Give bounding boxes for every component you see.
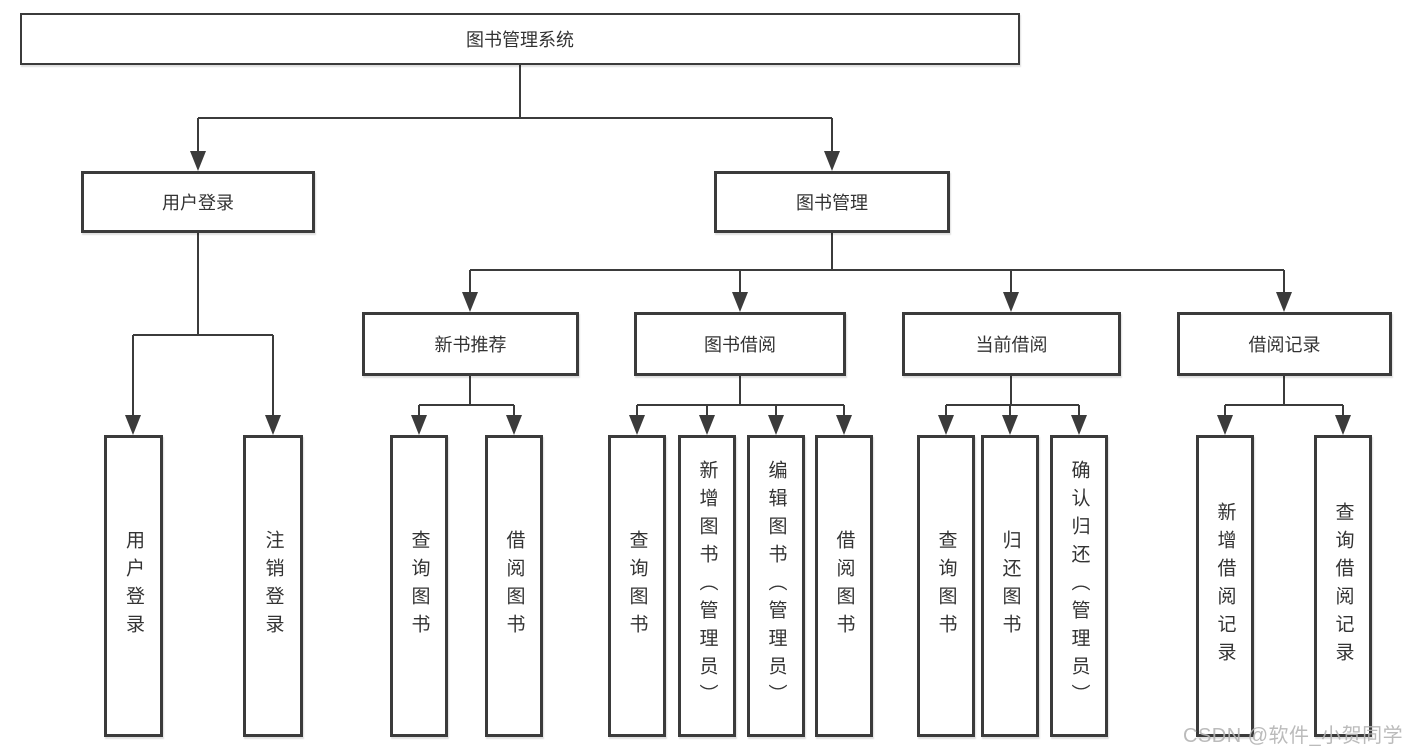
node-leaf-return-book: 归还图书 bbox=[981, 435, 1039, 737]
node-new-book-recommend: 新书推荐 bbox=[362, 312, 579, 376]
node-user-login-branch: 用户登录 bbox=[81, 171, 315, 233]
node-leaf-user-login: 用户登录 bbox=[104, 435, 163, 737]
node-leaf-borrow-books-1: 借阅图书 bbox=[485, 435, 543, 737]
node-root-system: 图书管理系统 bbox=[20, 13, 1020, 65]
node-leaf-confirm-return-admin: 确认归还（管理员） bbox=[1050, 435, 1108, 737]
node-leaf-borrow-books-2: 借阅图书 bbox=[815, 435, 873, 737]
node-current-borrow: 当前借阅 bbox=[902, 312, 1121, 376]
node-leaf-query-books-2: 查询图书 bbox=[608, 435, 666, 737]
node-leaf-query-books-3: 查询图书 bbox=[917, 435, 975, 737]
node-leaf-add-book-admin: 新增图书（管理员） bbox=[678, 435, 736, 737]
node-leaf-add-borrow-record: 新增借阅记录 bbox=[1196, 435, 1254, 737]
node-leaf-edit-book-admin: 编辑图书（管理员） bbox=[747, 435, 805, 737]
csdn-watermark: CSDN @软件_小贺同学 bbox=[1183, 725, 1404, 747]
node-leaf-logout: 注销登录 bbox=[243, 435, 303, 737]
node-borrow-record: 借阅记录 bbox=[1177, 312, 1392, 376]
node-book-borrow: 图书借阅 bbox=[634, 312, 846, 376]
node-leaf-query-borrow-record: 查询借阅记录 bbox=[1314, 435, 1372, 737]
node-book-management-branch: 图书管理 bbox=[714, 171, 950, 233]
node-leaf-query-books-1: 查询图书 bbox=[390, 435, 448, 737]
